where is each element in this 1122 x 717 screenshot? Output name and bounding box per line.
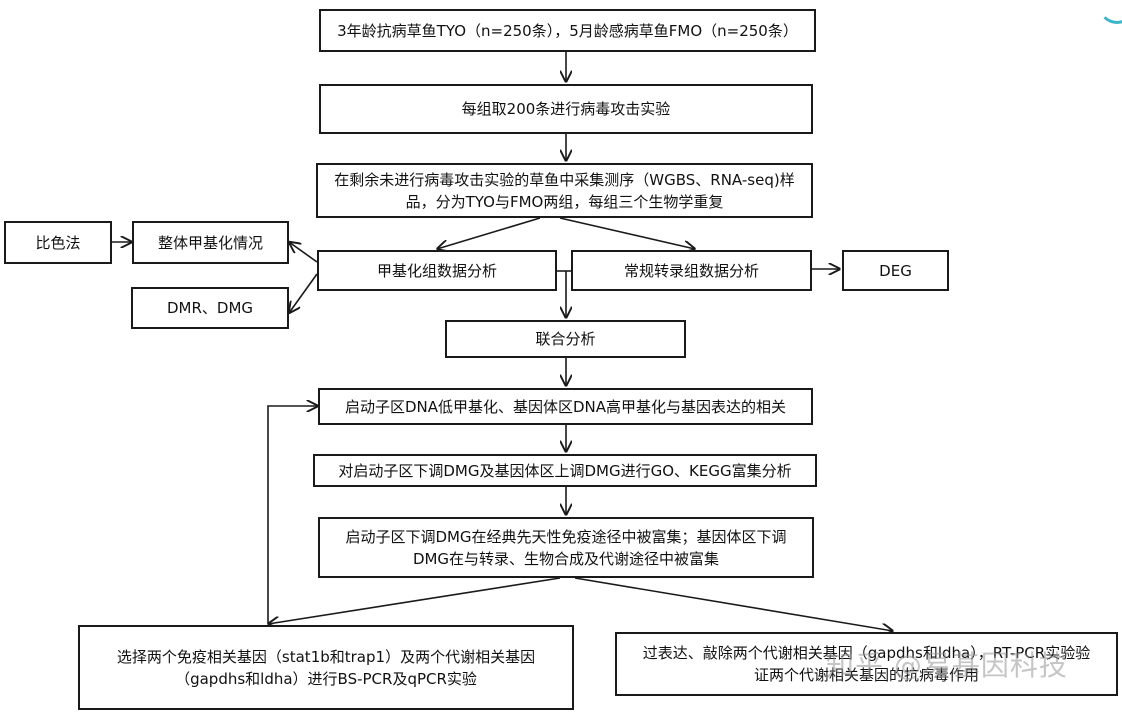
node-enrichment-result: 启动子区下调DMG在经典先天性免疫途径中被富集；基因体区下调 DMG在与转录、生… xyxy=(318,517,814,578)
corner-arc-decoration xyxy=(1098,0,1122,24)
node-sampling-line2: 品，分为TYO与FMO两组，每组三个生物学重复 xyxy=(405,192,724,211)
node-correlation-label: 启动子区DNA低甲基化、基因体区DNA高甲基化与基因表达的相关 xyxy=(344,397,787,416)
arrow-n3-meth xyxy=(437,217,541,249)
node-deg-label: DEG xyxy=(879,261,912,280)
node-fish-groups: 3年龄抗病草鱼TYO（n=250条），5月龄感病草鱼FMO（n=250条） xyxy=(319,9,816,52)
watermark: 知乎 @易基因科技 xyxy=(826,649,1068,682)
node-dmr-dmg-label: DMR、DMG xyxy=(166,299,254,317)
arrow-meth-global xyxy=(289,242,318,263)
node-correlation: 启动子区DNA低甲基化、基因体区DNA高甲基化与基因表达的相关 xyxy=(318,388,813,425)
node-enrichment-result-line1: 启动子区下调DMG在经典先天性免疫途径中被富集；基因体区下调 xyxy=(345,527,787,546)
node-methylation-analysis: 甲基化组数据分析 xyxy=(317,250,557,291)
arrow-result-overexp xyxy=(574,577,893,631)
node-gene-selection: 选择两个免疫相关基因（stat1b和trap1）及两个代谢相关基因 （gapdh… xyxy=(78,625,574,710)
node-global-methylation-label: 整体甲基化情况 xyxy=(157,233,263,252)
node-transcriptome-analysis: 常规转录组数据分析 xyxy=(571,250,812,291)
node-virus-challenge: 每组取200条进行病毒攻击实验 xyxy=(319,84,813,134)
node-dmr-dmg: DMR、DMG xyxy=(131,287,289,329)
node-global-methylation: 整体甲基化情况 xyxy=(132,221,289,264)
node-deg: DEG xyxy=(842,250,949,291)
node-gene-selection-line1: 选择两个免疫相关基因（stat1b和trap1）及两个代谢相关基因 xyxy=(116,647,536,666)
arrow-n3-trans xyxy=(559,217,695,249)
node-virus-challenge-line1: 每组取200条进行病毒攻击实验 xyxy=(461,100,671,118)
node-gene-selection-line2: （gapdhs和ldha）进行BS-PCR及qPCR实验 xyxy=(175,669,477,688)
node-colorimetry: 比色法 xyxy=(4,221,112,264)
node-overexpression-line2: 证两个代谢相关基因的抗病毒作用 xyxy=(753,666,979,684)
node-overexpression: 过表达、敲除两个代谢相关基因（gapdhs和ldha），RT-PCR实验验 证两… xyxy=(615,632,1118,696)
arrow-meth-dmr xyxy=(289,273,318,313)
node-sampling: 在剩余未进行病毒攻击实验的草鱼中采集测序（WGBS、RNA-seq)样 品，分为… xyxy=(316,163,813,218)
node-methylation-analysis-label: 甲基化组数据分析 xyxy=(376,261,497,280)
arrow-result-select xyxy=(268,577,561,624)
node-enrichment: 对启动子区下调DMG及基因体区上调DMG进行GO、KEGG富集分析 xyxy=(313,454,817,487)
node-fish-groups-line1: 3年龄抗病草鱼TYO（n=250条），5月龄感病草鱼FMO（n=250条） xyxy=(337,21,798,40)
node-joint-analysis: 联合分析 xyxy=(445,320,686,358)
node-overexpression-line1: 过表达、敲除两个代谢相关基因（gapdhs和ldha），RT-PCR实验验 xyxy=(642,644,1091,662)
node-enrichment-label: 对启动子区下调DMG及基因体区上调DMG进行GO、KEGG富集分析 xyxy=(338,461,792,480)
node-joint-analysis-label: 联合分析 xyxy=(535,330,596,348)
node-sampling-line1: 在剩余未进行病毒攻击实验的草鱼中采集测序（WGBS、RNA-seq)样 xyxy=(334,170,795,189)
node-enrichment-result-line2: DMG在与转录、生物合成及代谢途径中被富集 xyxy=(412,549,720,568)
arrow-feedback-loop xyxy=(267,406,318,624)
node-colorimetry-label: 比色法 xyxy=(35,233,81,252)
node-transcriptome-analysis-label: 常规转录组数据分析 xyxy=(623,261,759,280)
